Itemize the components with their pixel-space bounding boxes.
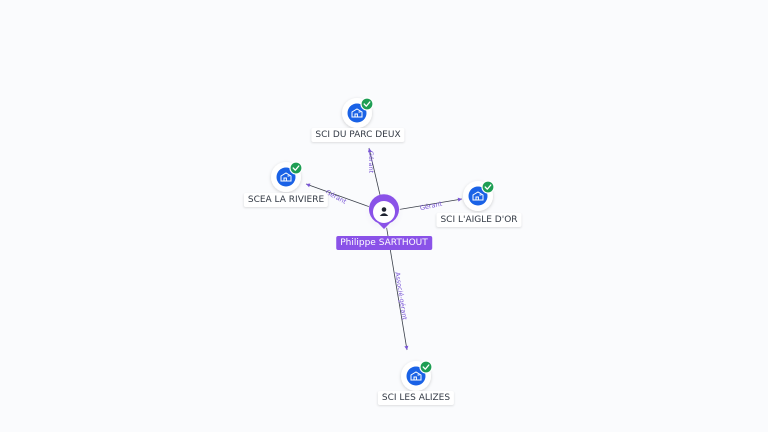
- company-label-aigle-dor[interactable]: SCI L'AIGLE D'OR: [436, 213, 522, 227]
- building-icon: [472, 191, 484, 201]
- check-badge-icon: [360, 97, 374, 111]
- check-badge-icon: [419, 360, 433, 374]
- check-badge-icon: [289, 161, 303, 175]
- edge-role-label: Gérant: [419, 200, 443, 213]
- edge-arrow-parc-deux: [367, 148, 372, 153]
- edge-parc-deux: [368, 147, 381, 197]
- person-node[interactable]: [369, 194, 400, 229]
- company-label-riviere[interactable]: SCEA LA RIVIERE: [243, 193, 329, 207]
- company-node-riviere[interactable]: [271, 161, 303, 192]
- edge-role-label: Gérant: [367, 151, 375, 174]
- company-node-core: [406, 366, 426, 386]
- person-pin-inner: [373, 201, 395, 223]
- edge-arrow-alizes: [404, 345, 409, 350]
- company-label-alizes[interactable]: SCI LES ALIZES: [377, 391, 455, 405]
- company-node-parc-deux[interactable]: [342, 97, 374, 128]
- edge-role-label: Associé-gérant: [393, 271, 409, 320]
- person-icon: [379, 207, 389, 216]
- building-icon: [351, 108, 363, 118]
- company-node-core: [347, 103, 367, 123]
- building-icon: [410, 371, 422, 381]
- company-label-parc-deux[interactable]: SCI DU PARC DEUX: [311, 128, 405, 142]
- company-node-alizes[interactable]: [401, 360, 433, 391]
- check-badge-icon: [481, 180, 495, 194]
- company-node-core: [468, 186, 488, 206]
- company-node-core: [276, 167, 296, 187]
- edge-arrow-riviere: [306, 183, 311, 188]
- edge-aigle-dor: [399, 198, 463, 210]
- edge-arrow-aigle-dor: [457, 197, 462, 202]
- edge-riviere: [305, 183, 370, 207]
- building-icon: [280, 172, 292, 182]
- person-label[interactable]: Philippe SARTHOUT: [336, 236, 432, 250]
- company-node-aigle-dor[interactable]: [463, 180, 495, 211]
